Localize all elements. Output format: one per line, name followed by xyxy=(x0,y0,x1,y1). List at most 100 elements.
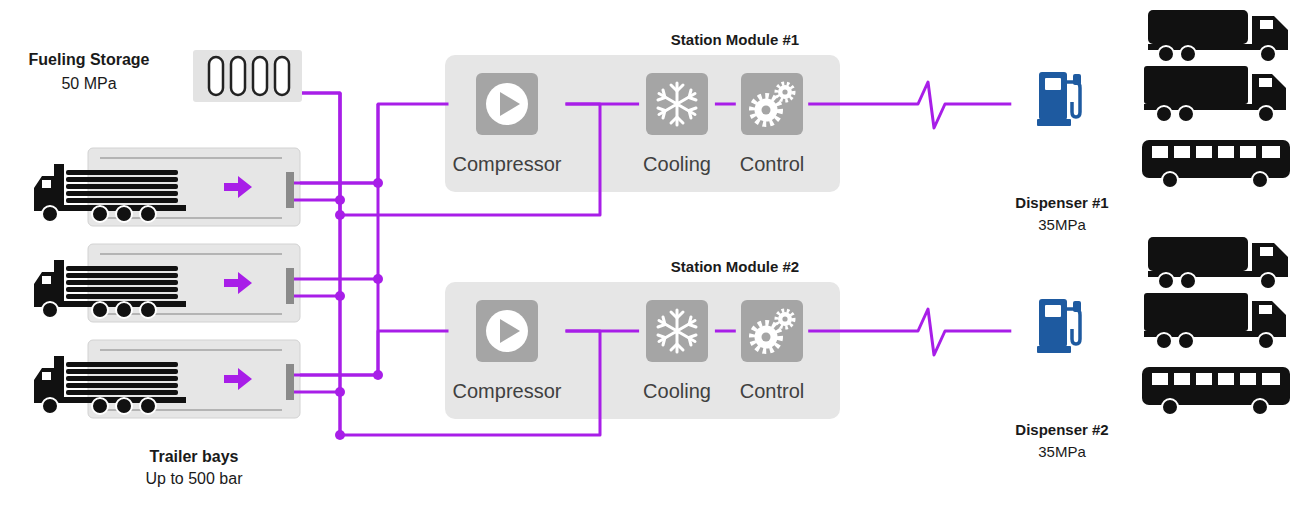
hydrogen-pipe xyxy=(302,93,600,435)
pressure-rating: 50 MPa xyxy=(61,74,116,94)
unit-label: Cooling xyxy=(643,153,711,176)
fuel-pump-icon-part-part xyxy=(1037,119,1071,126)
hydrogen-pipe xyxy=(808,82,1011,128)
hydrogen-pipe xyxy=(566,330,640,333)
cooling-icon-part-part-part xyxy=(671,312,683,350)
compressor-icon-part-part xyxy=(486,310,528,352)
cooling-icon-part-part-part xyxy=(658,90,696,118)
manifold-pipes-part xyxy=(294,391,340,394)
control-icon-part-part xyxy=(761,106,770,115)
fuel-pump-icon-part-part xyxy=(1067,82,1080,117)
module-title: Station Module #1 xyxy=(671,30,799,50)
label-group: Trailer baysUp to 500 bar xyxy=(88,446,300,490)
dispenser-title: Dispenser #2 xyxy=(1015,419,1108,441)
fuel-pump-icon-part-part xyxy=(1045,78,1061,90)
control-unit: Control xyxy=(736,297,808,407)
hydrogen-pipe xyxy=(300,331,449,375)
compressor-icon-part xyxy=(476,300,538,362)
fuel-pump-icon-part xyxy=(1037,295,1087,353)
cooling-icon-part-part-part xyxy=(658,317,696,345)
control-icon-part-part xyxy=(761,333,770,342)
label-group: Cooling xyxy=(639,153,715,176)
control-unit: Control xyxy=(736,70,808,180)
fuel-pump-icon xyxy=(1037,295,1087,353)
storage-tank-icon-part-part xyxy=(193,50,302,102)
fuel-pump-icon xyxy=(1037,68,1087,126)
group-title: Trailer bays xyxy=(150,446,239,468)
unit-label: Cooling xyxy=(643,380,711,403)
cooling-icon-part xyxy=(646,73,708,135)
cooling-icon-part xyxy=(646,300,708,362)
control-icon-part xyxy=(741,73,803,135)
compressor-icon xyxy=(476,300,538,362)
label-group: Station Module #2 xyxy=(635,257,835,277)
hydrogen-pipe xyxy=(566,103,640,106)
bus-icon xyxy=(1142,367,1290,415)
label-group: Compressor xyxy=(449,153,566,176)
storage-tank-icon-part xyxy=(193,50,302,102)
cooling-icon-part-part-part xyxy=(658,317,696,345)
fuel-pump-icon-part-part xyxy=(1073,74,1081,85)
control-icon-part-part xyxy=(752,96,780,124)
hydrogen-pipe xyxy=(302,93,600,215)
trailer-bays-group: Trailer baysUp to 500 bar xyxy=(88,148,300,493)
cooling-icon-part-part-part xyxy=(658,90,696,118)
storage-node: Fueling Storage50 MPa xyxy=(14,50,302,104)
box-truck-icon xyxy=(1144,293,1286,349)
garbage-truck-icon xyxy=(1148,237,1288,289)
cooling-icon-part-part-part xyxy=(659,83,695,125)
unit-label: Control xyxy=(740,153,804,176)
hydrogen-pipe xyxy=(715,330,736,333)
cooling-unit: Cooling xyxy=(639,70,715,180)
control-icon-part xyxy=(741,300,803,362)
unit-label: Control xyxy=(740,380,804,403)
label-group: Dispenser #135MPa xyxy=(1011,192,1112,236)
control-icon-part-part xyxy=(778,312,792,326)
storage-tank-icon-part-part xyxy=(253,57,267,95)
dispenser-node: Dispenser #235MPa xyxy=(1011,295,1112,465)
compressor-icon-part-part xyxy=(476,73,538,135)
unit-label: Compressor xyxy=(453,153,562,176)
cooling-icon-part-part xyxy=(658,310,696,352)
control-icon-part-part xyxy=(752,323,780,351)
station-module: Station Module #2CompressorCoolingContro… xyxy=(445,282,840,419)
module-panel xyxy=(445,282,840,419)
fuel-pump-icon-part-part xyxy=(1037,346,1071,353)
cooling-icon-part-part xyxy=(646,300,708,362)
station-module: Station Module #1CompressorCoolingContro… xyxy=(445,55,840,192)
control-icon-part-part xyxy=(754,99,777,122)
box-truck-icon xyxy=(1144,66,1286,122)
control-icon xyxy=(741,300,803,362)
control-icon-part-part xyxy=(741,73,803,135)
fuel-pump-icon-part-part xyxy=(1073,301,1081,312)
compressor-icon xyxy=(476,73,538,135)
cooling-icon xyxy=(646,73,708,135)
label-group: Control xyxy=(736,380,808,403)
control-icon-part-part xyxy=(778,85,792,99)
module-panel xyxy=(445,55,840,192)
garbage-truck-icon xyxy=(1148,10,1288,62)
fuel-pump-icon-part-part xyxy=(1045,305,1061,317)
cooling-icon-part-part-part xyxy=(659,310,695,352)
hydrogen-pipe xyxy=(300,104,449,183)
compressor-icon-part-part xyxy=(476,300,538,362)
manifold-pipes xyxy=(294,93,378,435)
dispenser-title: Dispenser #1 xyxy=(1015,192,1108,214)
trailer-bay xyxy=(34,244,300,322)
cooling-icon xyxy=(646,300,708,362)
manifold-pipes-part xyxy=(294,278,378,281)
trailer-bay xyxy=(34,148,300,226)
control-icon xyxy=(741,73,803,135)
dispenser-node: Dispenser #135MPa xyxy=(1011,68,1112,238)
manifold-pipes-part xyxy=(294,295,340,298)
label-group: Fueling Storage50 MPa xyxy=(14,50,164,94)
junction-dots xyxy=(335,178,383,440)
trailer-bay xyxy=(34,340,300,418)
pressure-rating: 35MPa xyxy=(1038,214,1086,236)
control-icon-part-part xyxy=(776,84,793,101)
compressor-icon-part-part xyxy=(486,83,528,125)
hydrogen-pipe xyxy=(715,103,736,106)
label-group: Cooling xyxy=(639,380,715,403)
unit-label: Compressor xyxy=(453,380,562,403)
